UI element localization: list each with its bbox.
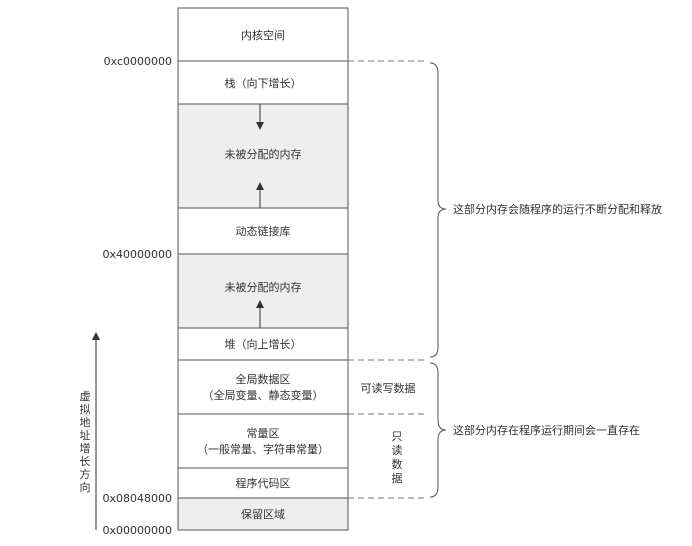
- reserved-block: [177, 497, 349, 531]
- unallocated-lower-label: 未被分配的内存: [225, 280, 302, 294]
- unallocated-upper-label: 未被分配的内存: [225, 147, 302, 161]
- kernel-space-block: [177, 7, 349, 62]
- global-data-sublabel: （全局变量、静态变量）: [203, 388, 324, 402]
- global-data-block: [177, 359, 349, 415]
- address-zero: 0x00000000: [103, 524, 173, 537]
- static-region-note: 这部分内存在程序运行期间会一直存在: [453, 423, 640, 437]
- unallocated-upper-block: [177, 103, 349, 209]
- readonly-note-char: 读: [392, 443, 403, 457]
- dynamic-region-brace: [429, 62, 447, 358]
- global-data-label: 全局数据区: [236, 372, 291, 386]
- address-kernel-start: 0xc0000000: [104, 55, 172, 68]
- constants-sublabel: （一般常量、字符串常量）: [197, 442, 329, 456]
- code-label: 程序代码区: [236, 476, 291, 490]
- shared-libs-label: 动态链接库: [236, 224, 291, 238]
- address-code-start: 0x08048000: [103, 492, 173, 505]
- constants-label: 常量区: [247, 427, 280, 440]
- kernel-space-label: 内核空间: [241, 28, 285, 42]
- readonly-note-char: 数: [392, 458, 403, 471]
- constants-block: [177, 413, 349, 469]
- readwrite-note: 可读写数据: [361, 381, 416, 395]
- dynamic-region-note: 这部分内存会随程序的运行不断分配和释放: [453, 202, 662, 216]
- shared-libs-block: [177, 207, 349, 255]
- readonly-note-char: 只: [392, 430, 403, 443]
- axis-label-char: 址: [80, 428, 91, 442]
- axis-label-char: 向: [80, 480, 91, 494]
- heap-label: 堆（向上增长）: [225, 337, 302, 351]
- axis-label-char: 拟: [80, 402, 91, 416]
- axis-label-char: 方: [80, 467, 91, 481]
- address-shared-libs-start: 0x40000000: [103, 248, 173, 261]
- stack-block: [177, 60, 349, 105]
- static-region-brace: [429, 362, 447, 498]
- heap-block: [177, 327, 349, 361]
- stack-label: 栈（向下增长）: [225, 76, 302, 90]
- axis-label-char: 增: [80, 441, 91, 455]
- reserved-label: 保留区域: [241, 507, 285, 521]
- unallocated-lower-block: [177, 253, 349, 329]
- axis-label-char: 长: [80, 455, 91, 468]
- axis-label-char: 虚: [80, 390, 91, 403]
- axis-label-char: 地: [80, 416, 91, 429]
- readonly-note-char: 据: [392, 471, 403, 485]
